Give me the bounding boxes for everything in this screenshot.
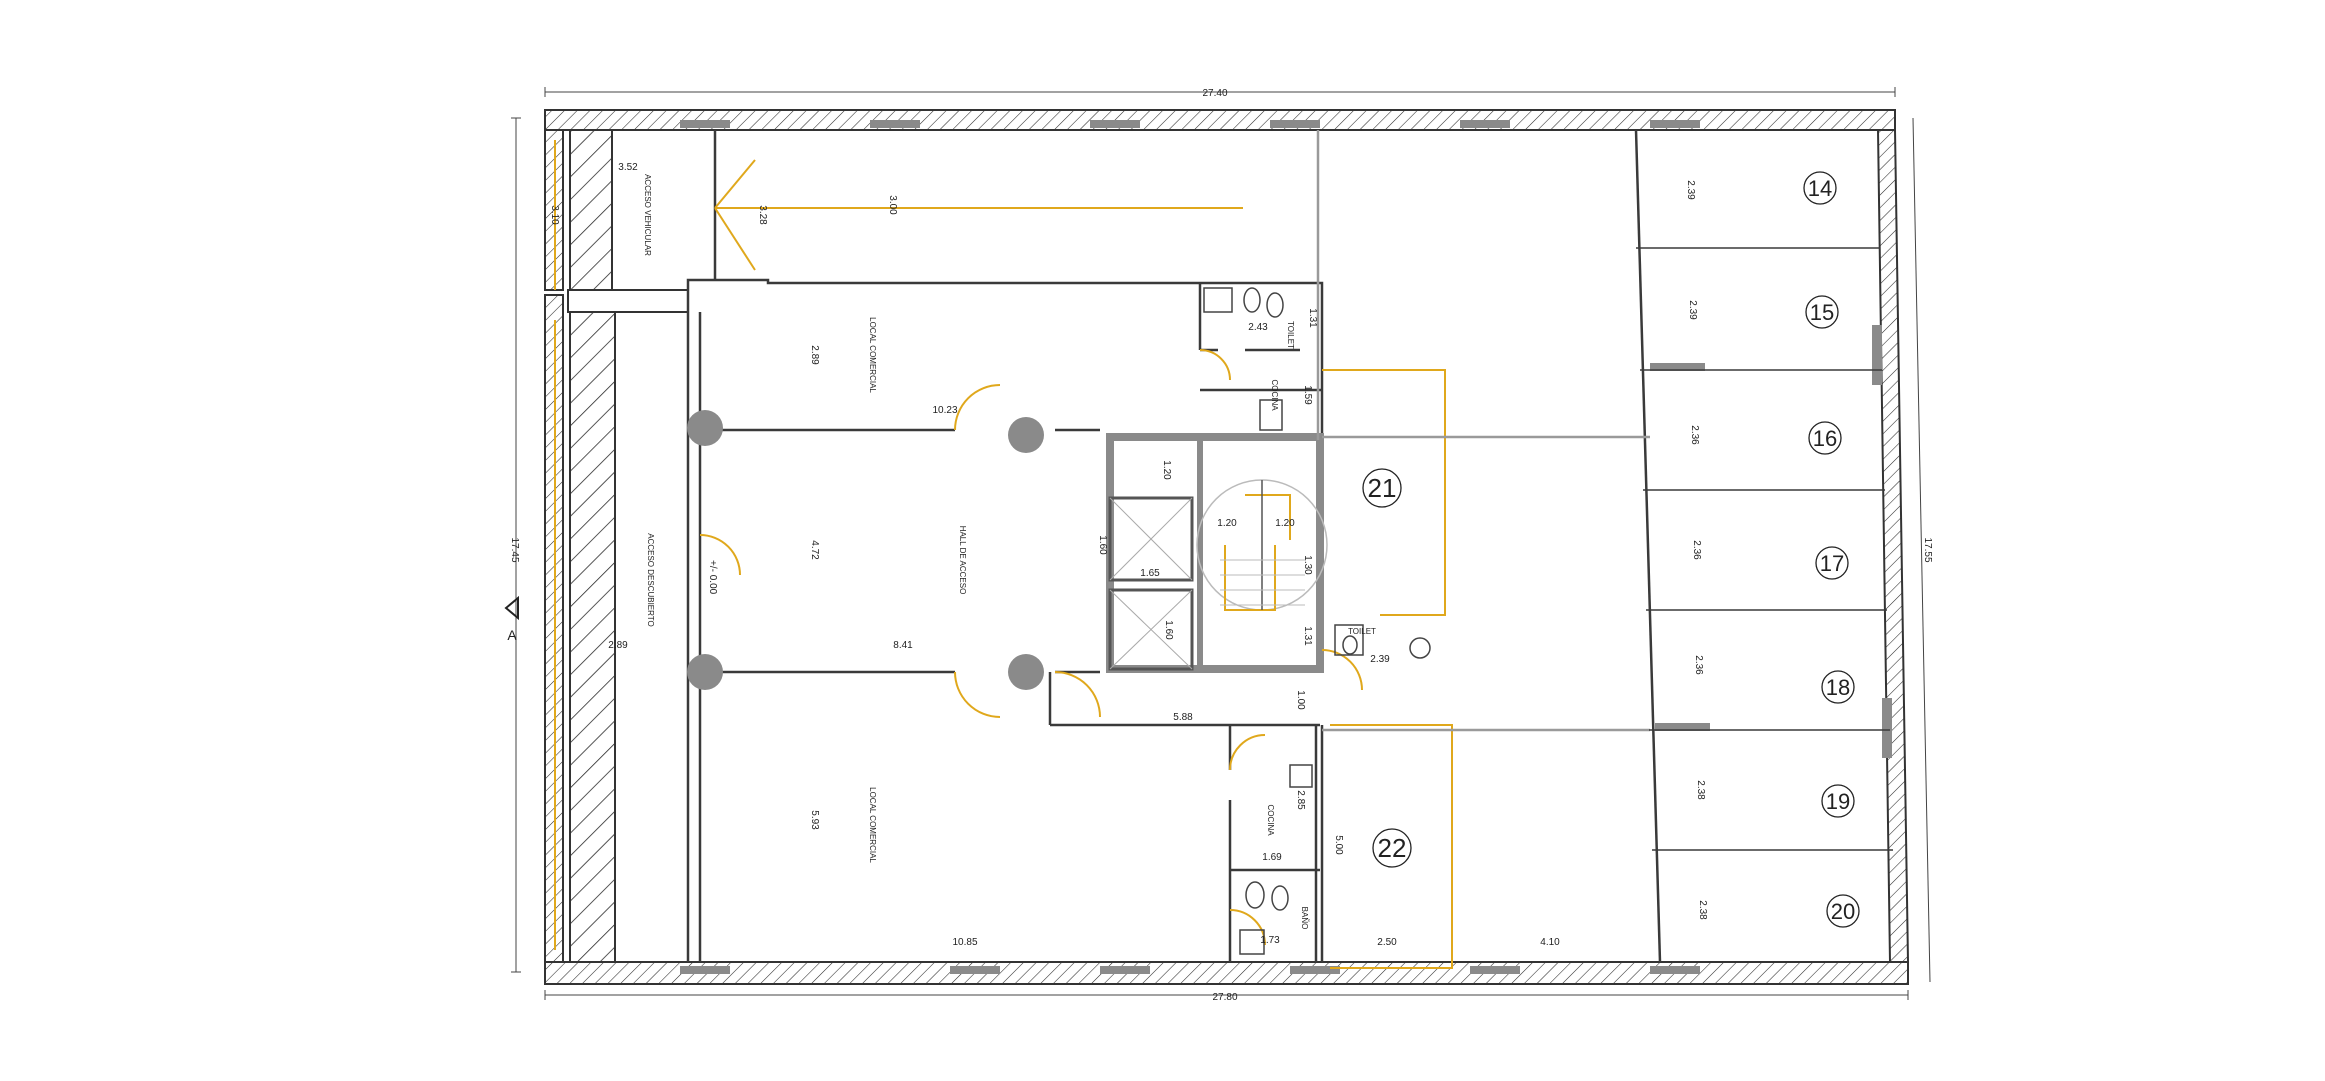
- section-marker: A: [504, 595, 519, 643]
- elevator-stair-core: [1106, 433, 1328, 673]
- dimension-texts: 27.40 27.80 17.45 17.55 3.52 3.10 3.28 3…: [509, 88, 1933, 1003]
- label-toilet-1: TOILET: [1286, 321, 1295, 349]
- dim-250: 2.50: [1377, 937, 1397, 948]
- guide-lines: [1316, 130, 1650, 732]
- parking-bay-lines: [1636, 247, 1893, 851]
- svg-text:14: 14: [1808, 176, 1832, 201]
- section-label: A: [507, 627, 517, 643]
- dim-173: 1.73: [1260, 935, 1280, 946]
- parking-space-16: 16: [1808, 421, 1842, 455]
- parking-spaces: 14 15 16 17 18 19 20: [1803, 171, 1860, 928]
- label-toilet-2: TOILET: [1348, 627, 1376, 636]
- label-cocina-1: COCINA: [1270, 379, 1279, 411]
- dim-left: 17.45: [509, 537, 520, 562]
- dim-300: 3.00: [887, 195, 898, 215]
- dim-328: 3.28: [757, 205, 768, 225]
- dim-parking-15: 2.39: [1687, 300, 1698, 320]
- dim-120c: 1.20: [1275, 518, 1295, 529]
- label-local-comercial-2: LOCAL COMERCIAL: [868, 787, 877, 863]
- dim-1023: 10.23: [932, 405, 957, 416]
- dim-169: 1.69: [1262, 852, 1282, 863]
- dim-239-toilet: 2.39: [1370, 654, 1390, 665]
- parking-space-18: 18: [1821, 670, 1855, 704]
- dim-285: 2.85: [1295, 790, 1306, 810]
- parking-space-20: 20: [1826, 894, 1860, 928]
- dim-parking-17: 2.36: [1691, 540, 1702, 560]
- dim-472: 4.72: [809, 540, 820, 560]
- dim-243: 2.43: [1248, 322, 1268, 333]
- dim-131b: 1.31: [1302, 626, 1313, 646]
- dim-bottom: 27.80: [1212, 992, 1237, 1003]
- dim-410: 4.10: [1540, 937, 1560, 948]
- svg-text:15: 15: [1810, 300, 1834, 325]
- dim-160a: 1.60: [1097, 535, 1108, 555]
- dim-1085: 10.85: [952, 937, 977, 948]
- dim-120b: 1.20: [1217, 518, 1237, 529]
- dim-100: 1.00: [1295, 690, 1306, 710]
- level-label: +/- 0.00: [707, 560, 718, 595]
- unit-numbers: 21 22: [1362, 468, 1412, 868]
- dim-top: 27.40: [1202, 88, 1227, 99]
- fixtures: [1203, 287, 1431, 955]
- svg-text:20: 20: [1831, 899, 1855, 924]
- unit-22: 22: [1372, 828, 1412, 868]
- level-marker: +/- 0.00: [707, 560, 718, 595]
- dim-159: 1.59: [1302, 385, 1313, 405]
- dim-593: 5.93: [809, 810, 820, 830]
- label-hall-acceso: HALL DE ACCESO: [958, 526, 967, 595]
- dim-parking-20: 2.38: [1697, 900, 1708, 920]
- svg-text:21: 21: [1368, 473, 1397, 503]
- label-cocina-2: COCINA: [1266, 804, 1275, 836]
- svg-text:16: 16: [1813, 426, 1837, 451]
- exterior-walls: [544, 109, 1910, 985]
- dim-500: 5.00: [1333, 835, 1344, 855]
- interior-walls: [686, 129, 1662, 963]
- parking-space-19: 19: [1821, 784, 1855, 818]
- dim-352: 3.52: [618, 162, 638, 173]
- svg-text:18: 18: [1826, 675, 1850, 700]
- dim-parking-18: 2.36: [1693, 655, 1704, 675]
- dim-parking-19: 2.38: [1695, 780, 1706, 800]
- dim-289b: 2.89: [608, 640, 628, 651]
- dim-588: 5.88: [1173, 712, 1193, 723]
- label-local-comercial-1: LOCAL COMERCIAL: [868, 317, 877, 393]
- label-bano: BAÑO: [1300, 907, 1309, 930]
- unit-21: 21: [1362, 468, 1402, 508]
- parking-space-17: 17: [1815, 546, 1849, 580]
- window-marks: [680, 120, 1892, 974]
- structural-columns: [687, 410, 1044, 690]
- parking-space-14: 14: [1803, 171, 1837, 205]
- dim-131a: 1.31: [1307, 308, 1318, 328]
- room-labels: ACCESO VEHICULAR ACCESO DESCUBIERTO LOCA…: [643, 174, 1376, 929]
- svg-text:19: 19: [1826, 789, 1850, 814]
- dim-160b: 1.60: [1163, 620, 1174, 640]
- dim-289a: 2.89: [809, 345, 820, 365]
- label-acceso-descubierto: ACCESO DESCUBIERTO: [646, 533, 655, 627]
- dimension-lines: [511, 87, 1931, 1000]
- dim-right: 17.55: [1922, 537, 1933, 562]
- dim-130: 1.30: [1302, 555, 1313, 575]
- dim-120a: 1.20: [1161, 460, 1172, 480]
- parking-space-15: 15: [1805, 295, 1839, 329]
- dim-310: 3.10: [549, 205, 560, 225]
- dim-165: 1.65: [1140, 568, 1160, 579]
- dim-841: 8.41: [893, 640, 913, 651]
- dim-parking-16: 2.36: [1689, 425, 1700, 445]
- svg-text:17: 17: [1820, 551, 1844, 576]
- svg-text:22: 22: [1378, 833, 1407, 863]
- dim-parking-14: 2.39: [1685, 180, 1696, 200]
- label-acceso-vehicular: ACCESO VEHICULAR: [643, 174, 652, 256]
- accent-lines: [554, 140, 1453, 969]
